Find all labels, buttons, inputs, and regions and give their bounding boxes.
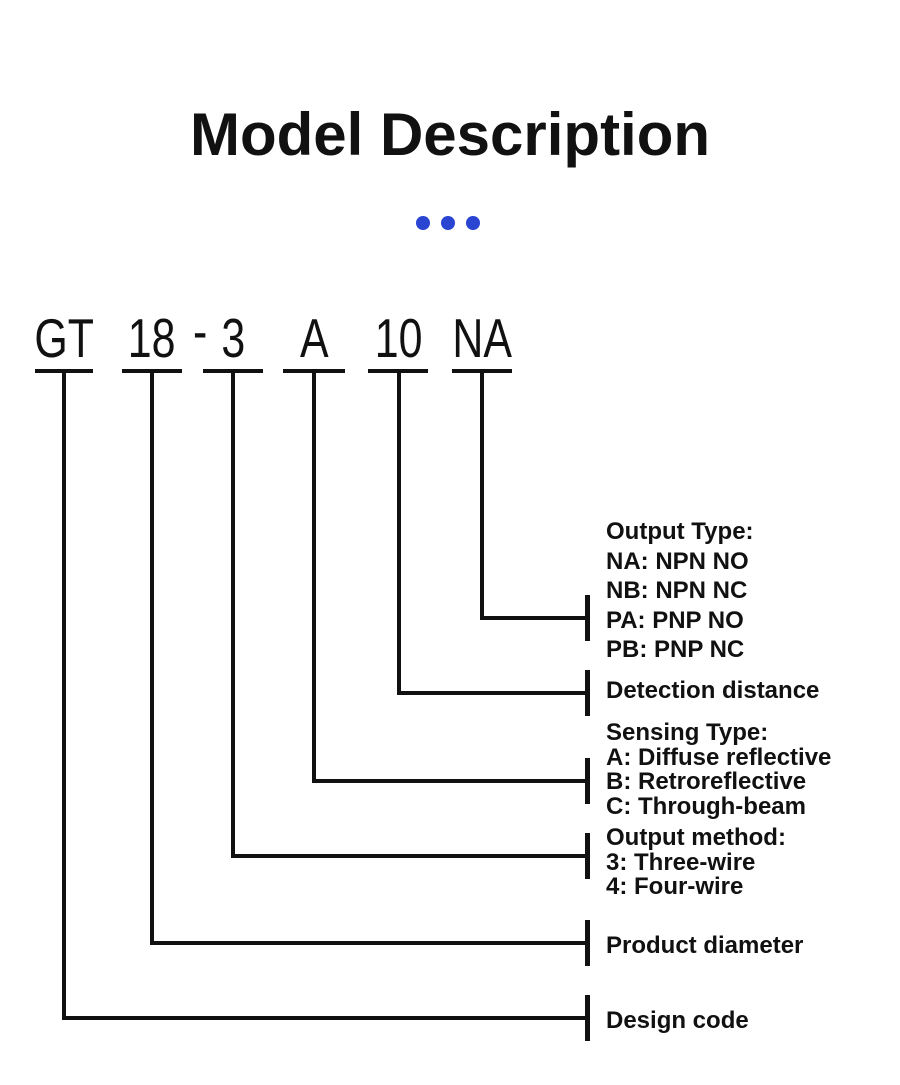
- connector-output-type-terminator: [585, 595, 590, 641]
- connector-detection-distance-terminator: [585, 670, 590, 716]
- label-line: A: Diffuse reflective: [606, 743, 832, 771]
- label-sensing-type: Sensing Type: A: Diffuse reflective B: R…: [606, 719, 832, 820]
- ellipsis-ornament: [416, 216, 480, 230]
- connector-output-type-horizontal: [480, 616, 589, 620]
- connector-design-code-vertical: [62, 371, 66, 1020]
- connector-output-method-terminator: [585, 833, 590, 879]
- label-line: Output method:: [606, 824, 786, 851]
- connector-design-code-terminator: [585, 995, 590, 1041]
- page-title: Model Description: [189, 101, 711, 168]
- code-text: NA: [452, 307, 512, 369]
- label-line: 3: Three-wire: [606, 848, 756, 876]
- connector-product-diameter-horizontal: [150, 941, 589, 945]
- label-line: C: Through-beam: [606, 792, 806, 820]
- label-output-method: Output method: 3: Three-wire 4: Four-wir…: [606, 824, 786, 901]
- label-line: PA: PNP NO: [606, 606, 744, 634]
- code-text: -: [192, 300, 208, 362]
- blue-dot-icon: [466, 216, 480, 230]
- code-text: GT: [34, 307, 94, 369]
- code-sensing-type: A: [254, 311, 374, 367]
- label-line: Product diameter: [606, 932, 804, 959]
- code-design-code: GT: [4, 311, 124, 367]
- code-text: 18: [128, 307, 176, 369]
- label-line: NA: NPN NO: [606, 547, 749, 575]
- connector-detection-distance-horizontal: [397, 691, 589, 695]
- code-detection-distance: 10: [339, 311, 459, 367]
- connector-product-diameter-vertical: [150, 371, 154, 945]
- connector-design-code-horizontal: [62, 1016, 589, 1020]
- code-text: 3: [221, 307, 245, 369]
- label-line: NB: NPN NC: [606, 577, 748, 604]
- connector-product-diameter-terminator: [585, 920, 590, 966]
- label-line: PB: PNP NC: [606, 636, 745, 663]
- label-line: B: Retroreflective: [606, 768, 807, 796]
- code-text: A: [299, 307, 329, 369]
- blue-dot-icon: [416, 216, 430, 230]
- label-product-diameter: Product diameter: [606, 932, 803, 960]
- label-line: Sensing Type:: [606, 719, 769, 746]
- connector-sensing-type-horizontal: [312, 779, 589, 783]
- label-line: Output Type:: [606, 518, 754, 545]
- label-detection-distance: Detection distance: [606, 677, 819, 705]
- label-line: 4: Four-wire: [606, 873, 744, 901]
- connector-output-type-vertical: [480, 371, 484, 620]
- blue-dot-icon: [441, 216, 455, 230]
- code-output-type: NA: [422, 311, 542, 367]
- code-product-diameter: 18: [92, 311, 212, 367]
- label-line: Detection distance: [606, 677, 820, 704]
- connector-sensing-type-terminator: [585, 758, 590, 804]
- connector-output-method-vertical: [231, 371, 235, 858]
- code-separator: -: [185, 304, 215, 360]
- connector-sensing-type-vertical: [312, 371, 316, 783]
- code-text: 10: [375, 307, 423, 369]
- connector-detection-distance-vertical: [397, 371, 401, 695]
- code-output-method: 3: [173, 311, 293, 367]
- label-design-code: Design code: [606, 1007, 749, 1035]
- label-line: Design code: [606, 1007, 749, 1034]
- connector-output-method-horizontal: [231, 854, 589, 858]
- label-output-type: Output Type: NA: NPN NO NB: NPN NC PA: P…: [606, 517, 754, 665]
